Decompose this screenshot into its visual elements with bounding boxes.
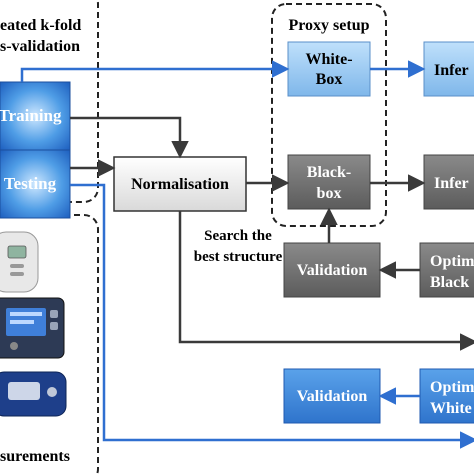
proxy-title: Proxy setup: [288, 17, 369, 34]
kfold-group-border: [0, 0, 99, 203]
validation-grey-box: [283, 242, 381, 298]
arrow-training-to-normalisation: [70, 116, 189, 159]
inference-top-label: Infer: [434, 62, 469, 79]
optim-black-box: [419, 242, 474, 298]
optim-black-label-line1: Optim: [430, 253, 474, 270]
kfold-title-line1: eated k-fold: [0, 17, 81, 34]
inference-mid-label: Infer: [434, 175, 469, 192]
optim-black-label-line2: Black: [430, 274, 469, 291]
testing-box: [0, 149, 71, 219]
kfold-title-line2: s-validation: [0, 38, 80, 55]
normalisation-label: Normalisation: [131, 176, 229, 193]
inference-mid-box: [423, 154, 474, 210]
measurements-label: surements: [0, 448, 70, 465]
optim-white-box: [419, 368, 474, 424]
arrow-normalisation-to-optimblack: [178, 211, 474, 351]
training-label: Training: [0, 106, 62, 125]
arrow-testing-to-optimwhite: [70, 183, 474, 449]
training-box: [0, 81, 71, 151]
handheld-sensor-icon: [0, 231, 39, 293]
optim-white-label-line1: Optim: [430, 379, 474, 396]
validation-blue-box: [283, 368, 381, 424]
search-annotation-line1: Search the: [204, 228, 272, 244]
search-annotation-line2: best structure: [194, 249, 283, 265]
testing-label: Testing: [4, 174, 57, 193]
optim-white-label-line2: White: [430, 400, 472, 417]
arrow-training-to-whitebox: [20, 60, 290, 82]
monitor-device-icon: [0, 297, 65, 359]
particle-counter-icon: [0, 371, 67, 417]
whitebox-label-line1: White-: [305, 51, 352, 68]
blackbox-label-line1: Black-: [307, 164, 351, 181]
validation-blue-label: Validation: [297, 388, 368, 405]
validation-grey-label: Validation: [297, 262, 368, 279]
inference-top-box: [423, 41, 474, 97]
proxy-group-border: [271, 3, 387, 227]
whitebox-label-line2: Box: [316, 71, 343, 88]
blackbox-label-line2: box: [317, 185, 342, 202]
